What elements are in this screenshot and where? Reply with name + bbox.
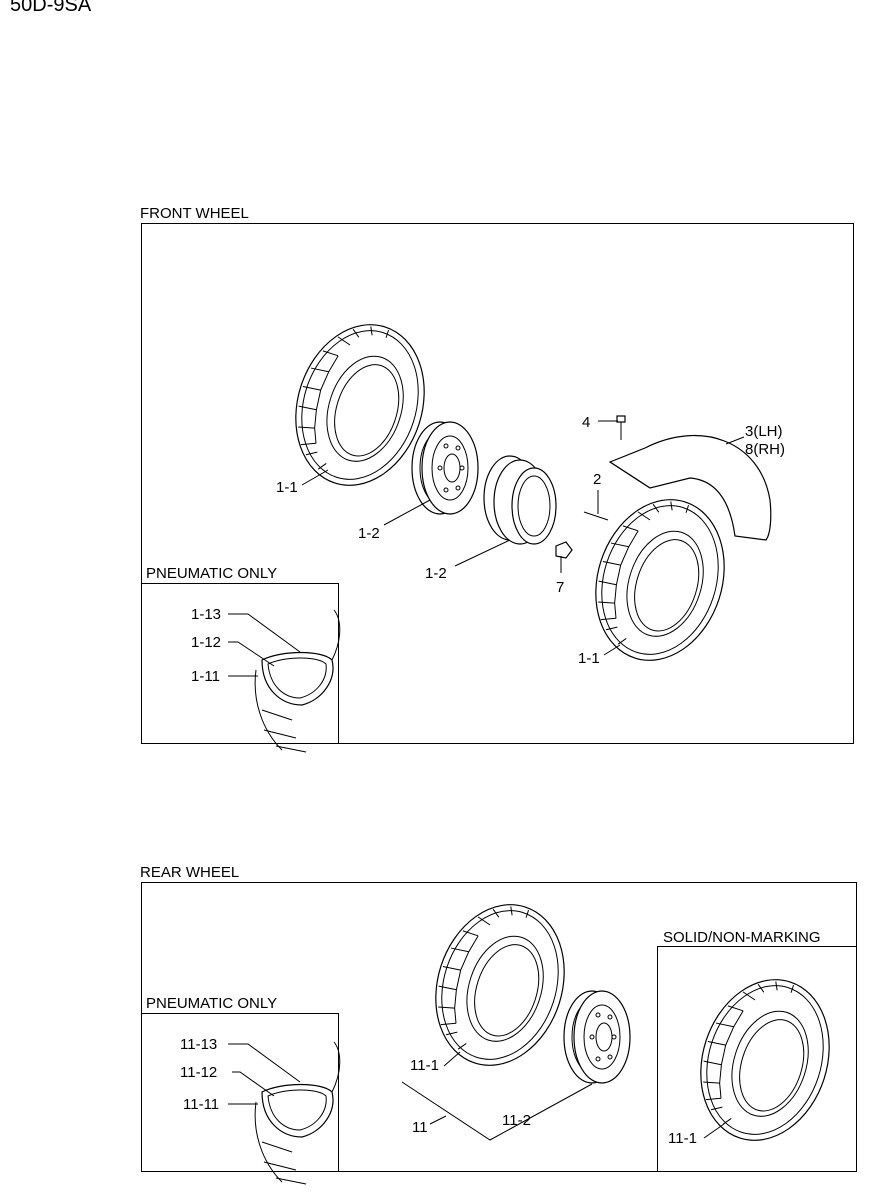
label-front-rim-inner: 1-2 — [425, 565, 447, 582]
label-front-inset-a: 1-13 — [191, 606, 222, 623]
rear-tire-icon — [415, 887, 585, 1083]
front-right-tire-icon — [575, 482, 745, 678]
front-inset-cutaway-icon — [254, 609, 341, 753]
stud-icon — [583, 511, 609, 521]
label-rear-rim: 11-2 — [502, 1112, 531, 1129]
label-nut: 7 — [556, 579, 565, 596]
label-bolt: 4 — [582, 414, 591, 431]
fender-icon — [608, 434, 772, 541]
front-rim-inner-icon — [483, 455, 557, 545]
rear-inset-cutaway-icon — [254, 1041, 341, 1185]
label-front-inset-c: 1-11 — [191, 668, 220, 685]
label-fender-rh: 8(RH) — [745, 441, 785, 458]
label-rear-inset-c: 11-11 — [183, 1096, 220, 1113]
nut-icon — [555, 541, 573, 559]
front-rim-outer-icon — [411, 421, 479, 515]
label-front-inset-b: 1-12 — [191, 634, 222, 651]
model-number: 50D-9SA — [10, 0, 92, 16]
bolt-icon — [616, 415, 626, 440]
front-inset-title: PNEUMATIC ONLY — [146, 565, 278, 582]
label-rear-assembly: 11 — [412, 1119, 428, 1136]
label-solid-tire: 11-1 — [668, 1130, 697, 1147]
front-wheel-title: FRONT WHEEL — [140, 205, 249, 222]
label-fender-lh: 3(LH) — [745, 423, 783, 440]
solid-title: SOLID/NON-MARKING — [663, 929, 821, 946]
label-front-tire-left: 1-1 — [276, 479, 298, 496]
label-front-rim-outer: 1-2 — [358, 525, 380, 542]
solid-tire-icon — [680, 962, 850, 1158]
label-rear-inset-a: 11-13 — [180, 1036, 218, 1053]
rear-rim-icon — [563, 990, 631, 1084]
label-front-tire-right: 1-1 — [578, 650, 600, 667]
rear-inset-title: PNEUMATIC ONLY — [146, 995, 278, 1012]
label-rear-tire: 11-1 — [410, 1057, 439, 1074]
rear-wheel-title: REAR WHEEL — [140, 864, 240, 881]
front-inset-frame — [141, 583, 339, 744]
label-stud: 2 — [593, 471, 602, 488]
solid-frame — [657, 946, 857, 1172]
label-rear-inset-b: 11-12 — [180, 1064, 218, 1081]
rear-inset-frame — [141, 1013, 339, 1172]
front-wheel-frame — [141, 223, 854, 744]
